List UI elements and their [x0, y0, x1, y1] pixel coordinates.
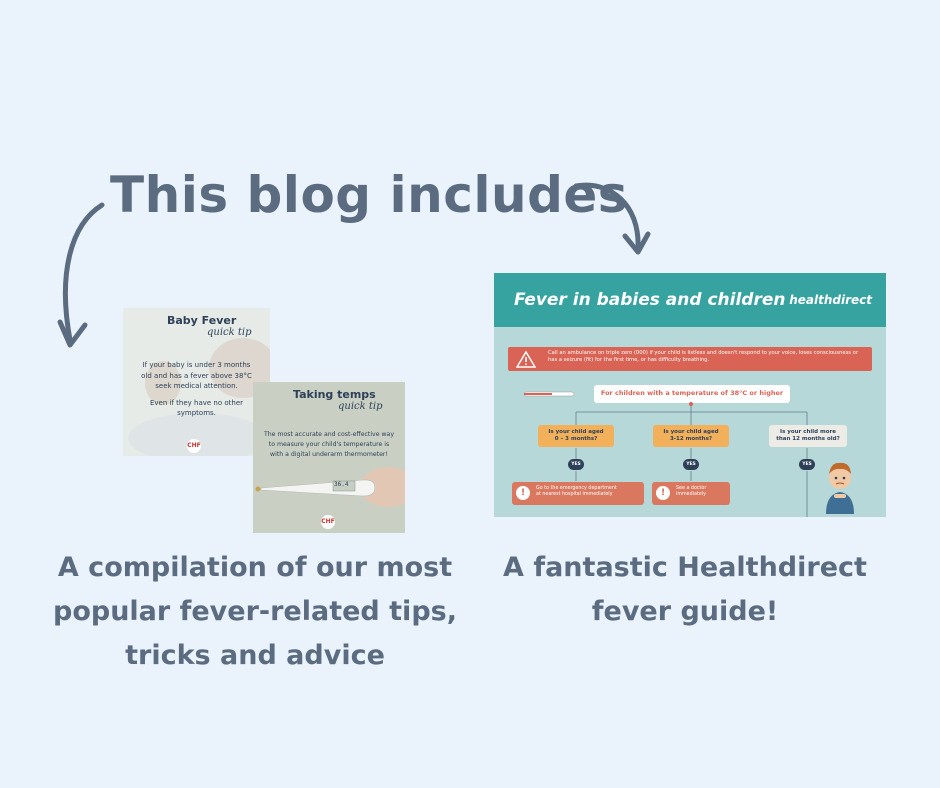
right-arrow-icon: [573, 182, 651, 255]
chf-logo: CHF: [187, 439, 201, 453]
chf-logo: CHF: [321, 515, 335, 529]
thermometer-reading: 36.4: [334, 481, 349, 488]
question-line: Is your child more: [780, 429, 836, 435]
question-over-12-months: Is your child more than 12 months old?: [769, 425, 847, 447]
exclamation-icon: !: [516, 486, 530, 500]
baby-fever-tip-card: Baby Fever quick tip If your baby is und…: [123, 308, 270, 456]
action-text: See a doctor immediately: [676, 486, 706, 498]
action-line: Go to the emergency department: [536, 486, 617, 491]
thermometer-image: [253, 382, 405, 533]
card-body: The most accurate and cost-effective way…: [253, 430, 405, 460]
question-line: than 12 months old?: [776, 436, 840, 442]
caption-line: A fantastic Healthdirect: [503, 552, 867, 583]
caption-line: popular fever-related tips,: [53, 596, 457, 627]
fever-guide-caption: A fantastic Healthdirect fever guide!: [490, 546, 880, 634]
action-see-doctor: ! See a doctor immediately: [652, 482, 730, 505]
exclamation-icon: !: [656, 486, 670, 500]
compilation-caption: A compilation of our most popular fever-…: [40, 546, 470, 678]
warning-icon: [516, 350, 536, 368]
body-line: Even if they have no other: [149, 398, 244, 407]
question-line: 3-12 months?: [669, 436, 713, 442]
action-emergency: ! Go to the emergency department at near…: [512, 482, 644, 505]
thermometer-icon: [523, 391, 575, 397]
question-3-12-months: Is your child aged 3-12 months?: [653, 425, 729, 447]
infographic-header: Fever in babies and children healthdirec…: [494, 273, 886, 327]
body-line: old and has a fever above 38°C: [141, 371, 252, 380]
flow-lines: [575, 402, 808, 517]
question-line: Is your child aged: [548, 429, 604, 435]
sick-child-illustration: [826, 462, 854, 514]
card-title: Taking temps: [293, 388, 376, 401]
body-line: to measure your child's temperature is: [268, 441, 390, 448]
card-title: Baby Fever: [167, 314, 237, 327]
body-line: symptoms.: [177, 409, 216, 417]
caption-line: tricks and advice: [125, 640, 385, 671]
headline: This blog includes: [110, 166, 629, 224]
card-body: If your baby is under 3 months old and h…: [123, 360, 270, 419]
healthdirect-infographic: Fever in babies and children healthdirec…: [494, 273, 886, 517]
action-line: at nearest hospital immediately: [536, 492, 613, 497]
question-line: 0 – 3 months?: [554, 436, 598, 442]
ambulance-alert: Call an ambulance on triple zero (000) i…: [508, 347, 872, 371]
alert-text: Call an ambulance on triple zero (000) i…: [548, 350, 858, 363]
question-0-3-months: Is your child aged 0 – 3 months?: [538, 425, 614, 447]
taking-temps-tip-card: Taking temps quick tip The most accurate…: [253, 382, 405, 533]
body-line: with a digital underarm thermometer!: [270, 451, 388, 458]
action-line: See a doctor: [676, 486, 707, 491]
infographic-title: Fever in babies and children: [514, 290, 786, 310]
caption-line: A compilation of our most: [57, 552, 453, 583]
yes-badge: YES: [683, 459, 699, 470]
caption-line: fever guide!: [591, 596, 779, 627]
card-subtitle: quick tip: [338, 401, 383, 412]
yes-badge: YES: [568, 459, 584, 470]
healthdirect-logo: healthdirect: [789, 293, 872, 307]
body-line: seek medical attention.: [155, 382, 238, 390]
left-arrow-icon: [57, 202, 105, 348]
body-line: If your baby is under 3 months: [142, 361, 251, 369]
card-subtitle: quick tip: [207, 327, 252, 338]
action-line: immediately: [676, 492, 706, 497]
yes-badge: YES: [799, 459, 815, 470]
temperature-box: For children with a temperature of 38°C …: [594, 385, 790, 403]
question-line: Is your child aged: [663, 429, 719, 435]
baby-photo-image: [123, 308, 270, 456]
body-line: The most accurate and cost-effective way: [263, 431, 394, 438]
temperature-text: For children with a temperature of 38°C …: [600, 389, 784, 397]
action-text: Go to the emergency department at neares…: [536, 486, 617, 498]
